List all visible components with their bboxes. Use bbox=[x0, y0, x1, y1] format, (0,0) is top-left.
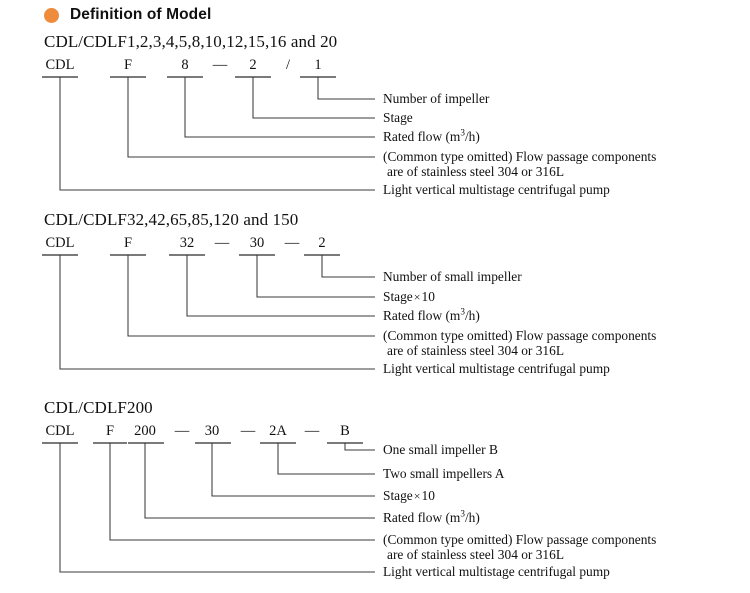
section-header: Definition of Model bbox=[44, 6, 211, 24]
label-rated-flow: Rated flow (m3/h) bbox=[383, 127, 480, 144]
block-2-title: CDL/CDLF32,42,65,85,120 and 150 bbox=[44, 210, 299, 229]
label-material-line2: are of stainless steel 304 or 316L bbox=[387, 342, 565, 358]
separator-dash-1: — bbox=[212, 57, 228, 73]
label-material-line2: are of stainless steel 304 or 316L bbox=[387, 546, 565, 562]
leader-rated-flow bbox=[144, 443, 375, 519]
leader-material bbox=[109, 443, 375, 541]
code-token-small-impeller: 2 bbox=[318, 235, 326, 251]
block-2-code-row: CDL F 32 — 30 — 2 bbox=[0, 235, 750, 259]
leader-stage bbox=[256, 255, 375, 298]
label-stage-times-10: Stage×10 bbox=[383, 289, 435, 305]
label-material: (Common type omitted) Flow passage compo… bbox=[383, 149, 657, 179]
block-2-leader-lines bbox=[42, 254, 375, 370]
leader-rated-flow bbox=[184, 77, 375, 138]
multiply-icon: × bbox=[413, 290, 421, 304]
code-token-f: F bbox=[123, 235, 133, 251]
label-material: (Common type omitted) Flow passage compo… bbox=[383, 532, 657, 562]
separator-slash: / bbox=[285, 57, 291, 73]
label-pump: Light vertical multistage centrifugal pu… bbox=[383, 564, 610, 579]
code-token-cdl: CDL bbox=[45, 423, 75, 439]
code-token-flow: 8 bbox=[181, 57, 189, 73]
label-material-line2: are of stainless steel 304 or 316L bbox=[387, 163, 565, 179]
label-pump: Light vertical multistage centrifugal pu… bbox=[383, 182, 610, 197]
code-token-f: F bbox=[105, 423, 115, 439]
leader-pump bbox=[59, 255, 375, 370]
separator-dash-3: — bbox=[304, 423, 320, 439]
leader-two-small-impellers-a bbox=[277, 443, 375, 475]
leader-pump bbox=[59, 443, 375, 573]
label-stage: Stage bbox=[383, 110, 413, 125]
label-material-line1: (Common type omitted) Flow passage compo… bbox=[383, 532, 657, 547]
code-token-small-impellers-a: 2A bbox=[269, 423, 287, 439]
label-material-line1: (Common type omitted) Flow passage compo… bbox=[383, 328, 657, 343]
label-rated-flow: Rated flow (m3/h) bbox=[383, 508, 480, 525]
bullet-icon bbox=[44, 7, 59, 23]
leader-small-impeller bbox=[321, 255, 375, 278]
code-token-flow: 32 bbox=[179, 235, 195, 251]
block-3-title: CDL/CDLF200 bbox=[44, 398, 153, 417]
code-token-f: F bbox=[123, 57, 133, 73]
block-1-code-row: CDL F 8 — 2 / 1 bbox=[0, 57, 750, 81]
label-stage-factor: 10 bbox=[421, 488, 435, 503]
leader-one-small-impeller-b bbox=[344, 443, 375, 451]
page-title: Definition of Model bbox=[70, 6, 212, 23]
block-1-title: CDL/CDLF1,2,3,4,5,8,10,12,15,16 and 20 bbox=[44, 32, 338, 51]
model-block-2: CDL/CDLF32,42,65,85,120 and 150 CDL F 32… bbox=[0, 210, 750, 385]
label-material: (Common type omitted) Flow passage compo… bbox=[383, 328, 657, 358]
code-token-cdl: CDL bbox=[45, 57, 75, 73]
separator-dash-1: — bbox=[214, 235, 230, 251]
label-stage-word: Stage bbox=[383, 289, 413, 304]
multiply-icon: × bbox=[413, 489, 421, 503]
block-3-leader-lines bbox=[42, 442, 375, 573]
label-number-of-impeller: Number of impeller bbox=[383, 91, 490, 106]
leader-stage bbox=[252, 77, 375, 119]
leader-rated-flow bbox=[186, 255, 375, 317]
separator-dash-2: — bbox=[284, 235, 300, 251]
model-block-3: CDL/CDLF200 CDL F 200 — 30 — 2A — B bbox=[0, 398, 750, 588]
label-pump: Light vertical multistage centrifugal pu… bbox=[383, 361, 610, 376]
label-stage-times-10: Stage×10 bbox=[383, 488, 435, 504]
label-number-of-small-impeller: Number of small impeller bbox=[383, 269, 522, 284]
model-block-1: CDL/CDLF1,2,3,4,5,8,10,12,15,16 and 20 C… bbox=[0, 32, 750, 202]
code-token-cdl: CDL bbox=[45, 235, 75, 251]
label-stage-factor: 10 bbox=[421, 289, 435, 304]
code-token-impeller: 1 bbox=[314, 57, 322, 73]
leader-stage bbox=[211, 443, 375, 497]
code-token-stage: 2 bbox=[249, 57, 257, 73]
leader-material bbox=[127, 77, 375, 158]
code-token-small-impeller-b: B bbox=[340, 423, 350, 439]
code-token-flow: 200 bbox=[134, 423, 156, 439]
label-material-line1: (Common type omitted) Flow passage compo… bbox=[383, 149, 657, 164]
label-one-small-impeller-b: One small impeller B bbox=[383, 442, 498, 457]
leader-material bbox=[127, 255, 375, 337]
label-two-small-impellers-a: Two small impellers A bbox=[383, 466, 505, 481]
code-token-stage: 30 bbox=[249, 235, 265, 251]
leader-pump bbox=[59, 77, 375, 191]
separator-dash-2: — bbox=[240, 423, 256, 439]
block-3-code-row: CDL F 200 — 30 — 2A — B bbox=[0, 423, 750, 447]
label-stage-word: Stage bbox=[383, 488, 413, 503]
separator-dash-1: — bbox=[174, 423, 190, 439]
leader-impeller bbox=[317, 77, 375, 100]
label-rated-flow: Rated flow (m3/h) bbox=[383, 306, 480, 323]
code-token-stage: 30 bbox=[204, 423, 220, 439]
block-1-leader-lines bbox=[42, 76, 375, 191]
